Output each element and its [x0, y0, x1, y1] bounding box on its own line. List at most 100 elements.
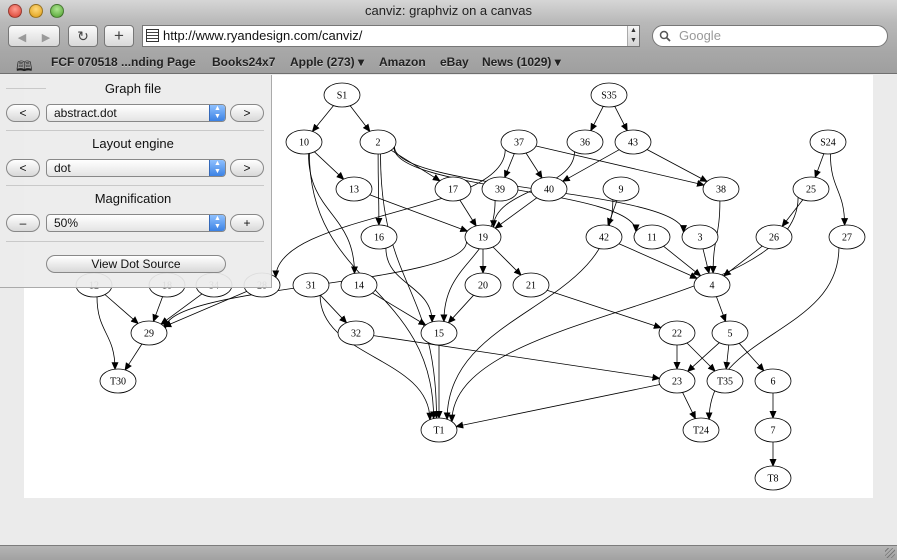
add-bookmark-button[interactable]: +: [104, 25, 134, 47]
graph-node-ellipse: [323, 82, 361, 108]
minimize-window-button[interactable]: [29, 4, 43, 18]
page-icon: [146, 29, 159, 42]
back-forward-buttons: ◀▶: [8, 25, 60, 47]
back-button[interactable]: ◀: [17, 32, 27, 44]
graph-node: 40: [530, 176, 568, 202]
graph-edge: [686, 342, 720, 372]
graph-edge: [494, 197, 538, 229]
graph-node: T30: [99, 368, 137, 394]
graph-node-ellipse: [360, 224, 398, 250]
search-input[interactable]: Google: [652, 25, 888, 47]
graph-edge: [369, 194, 469, 233]
graph-edge: [375, 153, 383, 226]
layout-engine-value: dot: [54, 161, 71, 175]
graph-edge: [618, 243, 698, 279]
graph-file-next-button[interactable]: >: [230, 104, 264, 122]
graph-node: T24: [682, 417, 720, 443]
view-dot-source-button[interactable]: View Dot Source: [46, 255, 226, 273]
graph-node-ellipse: [464, 224, 502, 250]
url-history-arrow-icon[interactable]: ▲▼: [627, 26, 639, 46]
graph-node: 36: [566, 129, 604, 155]
graph-node: 42: [585, 224, 623, 250]
bookmark-item[interactable]: Books24x7: [212, 55, 276, 69]
graph-node: 27: [828, 224, 866, 250]
bookmark-item[interactable]: Apple (273) ▾: [290, 55, 365, 69]
graph-node-label: 27: [842, 233, 852, 244]
graph-edge: [272, 149, 506, 279]
graph-edge: [440, 200, 496, 323]
bookmark-item[interactable]: Amazon: [379, 55, 426, 69]
graph-node-label: S35: [601, 91, 617, 102]
graph-node-label: S24: [820, 138, 836, 149]
graph-node-ellipse: [500, 129, 538, 155]
graph-node: 13: [335, 176, 373, 202]
separator: [6, 88, 46, 89]
graph-node-label: T35: [717, 377, 733, 388]
graph-edge: [447, 294, 474, 324]
layout-engine-next-button[interactable]: >: [230, 159, 264, 177]
graph-node: S1: [323, 82, 361, 108]
graph-node-label: 21: [526, 281, 536, 292]
graph-node-ellipse: [566, 129, 604, 155]
graph-node-label: 40: [544, 185, 554, 196]
bookmark-item[interactable]: eBay: [440, 55, 469, 69]
layout-engine-prev-button[interactable]: <: [6, 159, 40, 177]
graph-node-ellipse: [658, 320, 696, 346]
graph-edge: [614, 106, 628, 132]
graph-node-ellipse: [464, 272, 502, 298]
graph-node: 17: [434, 176, 472, 202]
graph-node-ellipse: [340, 272, 378, 298]
graph-edge: [546, 289, 662, 329]
forward-button[interactable]: ▶: [41, 32, 51, 44]
graph-node-label: 42: [599, 233, 609, 244]
graph-file-prev-button[interactable]: <: [6, 104, 40, 122]
graph-node: 16: [360, 224, 398, 250]
graph-edge: [372, 292, 427, 326]
graph-edge: [320, 294, 348, 324]
graph-node-label: 29: [144, 329, 154, 340]
graph-node: 26: [755, 224, 793, 250]
bookmark-item[interactable]: FCF 070518 ...nding Page: [51, 55, 196, 69]
magnification-select[interactable]: 50% ▲▼: [46, 214, 226, 232]
search-icon: [659, 30, 671, 42]
graph-node-ellipse: [337, 320, 375, 346]
address-bar[interactable]: http://www.ryandesign.com/canviz/ ▲▼: [142, 25, 640, 47]
graph-node-label: T8: [767, 474, 778, 485]
reload-button[interactable]: ↻: [68, 25, 98, 47]
graph-file-select[interactable]: abstract.dot ▲▼: [46, 104, 226, 122]
graph-node: 38: [702, 176, 740, 202]
graph-node-ellipse: [585, 224, 623, 250]
zoom-window-button[interactable]: [50, 4, 64, 18]
graph-edge: [663, 245, 702, 277]
graph-edge: [459, 199, 477, 227]
close-window-button[interactable]: [8, 4, 22, 18]
graph-node-label: 25: [806, 185, 816, 196]
graph-node: 25: [792, 176, 830, 202]
graph-node-ellipse: [702, 176, 740, 202]
zoom-out-button[interactable]: –: [6, 214, 40, 232]
graph-node-label: T30: [110, 377, 126, 388]
graph-node: 23: [658, 368, 696, 394]
book-icon[interactable]: 🕮: [16, 58, 33, 74]
graph-node: T8: [754, 465, 792, 491]
zoom-in-button[interactable]: +: [230, 214, 264, 232]
resize-grip-icon[interactable]: [885, 548, 895, 558]
graph-edge: [738, 343, 765, 372]
graph-node-ellipse: [682, 417, 720, 443]
separator: [6, 241, 264, 242]
graph-node: S35: [590, 82, 628, 108]
bookmark-item[interactable]: News (1029) ▾: [482, 55, 561, 69]
layout-engine-select[interactable]: dot ▲▼: [46, 159, 226, 177]
bookmarks-bar: 🕮 FCF 070518 ...nding Page Books24x7 App…: [0, 50, 897, 74]
graph-node: 14: [340, 272, 378, 298]
graph-edge: [781, 199, 804, 228]
graph-node-label: 10: [299, 138, 309, 149]
graph-node-label: S1: [337, 91, 348, 102]
browser-toolbar: ◀▶ ↻ + http://www.ryandesign.com/canviz/…: [0, 22, 897, 50]
graph-node-ellipse: [481, 176, 519, 202]
select-arrows-icon: ▲▼: [209, 215, 225, 231]
graph-node-label: 6: [771, 377, 776, 388]
graph-edge: [607, 200, 618, 227]
graph-node-ellipse: [99, 368, 137, 394]
